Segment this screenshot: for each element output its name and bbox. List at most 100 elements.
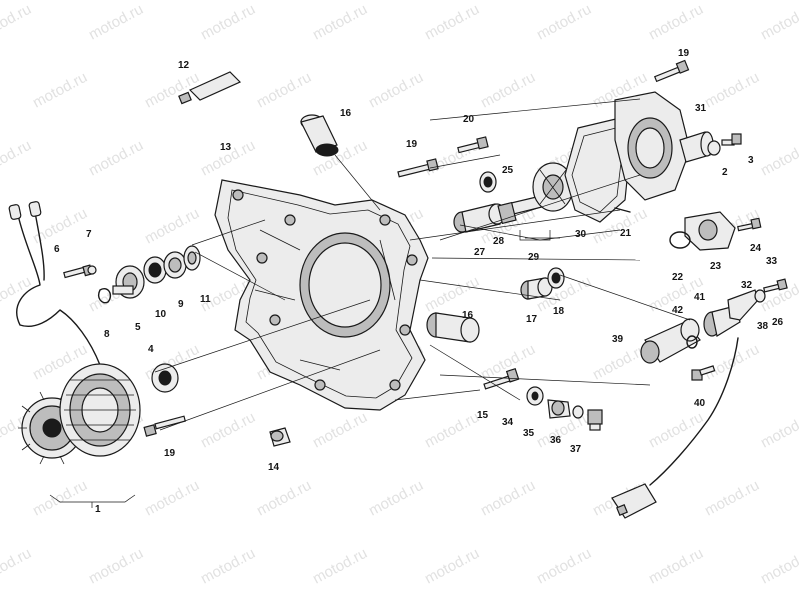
watermark-text: motod.ru: [0, 1, 34, 44]
washer-2: [707, 140, 721, 156]
o-ring-42: [686, 335, 698, 349]
callout-6: 6: [54, 244, 60, 255]
pin-21: [614, 207, 631, 213]
washer-38: [754, 289, 766, 303]
callout-23: 23: [710, 261, 722, 272]
callout-2: 2: [722, 167, 728, 178]
flange-23: [684, 211, 736, 251]
callout-16b: 16: [462, 310, 474, 321]
watermark-text: motod.ru: [422, 1, 482, 44]
watermark-text: motod.ru: [310, 1, 370, 44]
bolt-40: [691, 365, 716, 381]
watermark-text: motod.ru: [86, 1, 146, 44]
callout-12: 12: [178, 60, 190, 71]
callout-18: 18: [553, 306, 565, 317]
callout-27: 26: [772, 317, 784, 328]
watermark-text: motod.ru: [198, 1, 258, 44]
callout-19a: 19: [678, 48, 690, 59]
leader-lines: [154, 98, 691, 431]
watermark-text: motod.ru: [422, 137, 482, 180]
watermark-text: motod.ru: [366, 477, 426, 520]
callout-29: 29: [528, 252, 540, 263]
callout-10: 10: [155, 309, 167, 320]
callout-25: 25: [502, 165, 514, 176]
sensor-connector: [611, 483, 657, 519]
callout-41: 41: [694, 292, 706, 303]
watermark-text: motod.ru: [366, 69, 426, 112]
callout-38: 38: [757, 321, 769, 332]
watermark-text: motod.ru: [198, 409, 258, 452]
callout-33: 33: [766, 256, 778, 267]
watermark-text: motod.ru: [534, 545, 594, 588]
callout-14: 14: [268, 462, 280, 473]
callout-9: 9: [178, 299, 184, 310]
callout-35: 35: [523, 428, 535, 439]
callout-15: 15: [477, 410, 489, 421]
watermark-text: motod.ru: [590, 341, 650, 384]
bush-17: [520, 277, 553, 300]
o-ring-22: [669, 231, 691, 249]
sensor-cable: [649, 337, 739, 486]
callout-30: 30: [575, 229, 587, 240]
callout-39: 39: [612, 334, 624, 345]
pump-shaft-parts: [397, 136, 574, 233]
watermark-text: motod.ru: [30, 477, 90, 520]
watermark-text: motod.ru: [702, 477, 762, 520]
watermark-text: motod.ru: [478, 69, 538, 112]
callout-21: 21: [620, 228, 632, 239]
callout-13: 13: [220, 142, 232, 153]
callout-26: 27: [474, 247, 486, 258]
bolt-3: [721, 133, 742, 146]
callout-4: 4: [148, 344, 154, 355]
bush-14: [269, 427, 291, 447]
callout-8: 8: [104, 329, 110, 340]
watermark-text: motod.ru: [422, 545, 482, 588]
sensor-housing-39: [640, 318, 701, 364]
watermark-text: motod.ru: [702, 69, 762, 112]
watermark-text: motod.ru: [0, 545, 34, 588]
watermark-text: motod.ru: [30, 69, 90, 112]
callout-28: 28: [493, 236, 505, 247]
callout-36: 36: [550, 435, 562, 446]
bracket-32: [727, 289, 759, 321]
callout-32: 32: [741, 280, 753, 291]
watermark-text: motod.ru: [86, 137, 146, 180]
callout-37: 37: [570, 444, 582, 455]
callout-labels: 1 2 3 4 5 6 7 8 9 10 11 12 13 14 15 16 1…: [54, 48, 784, 515]
callout-7: 7: [86, 229, 92, 240]
watermark-text: motod.ru: [646, 545, 706, 588]
watermark-text: motod.ru: [478, 477, 538, 520]
callout-19c: 19: [164, 448, 176, 459]
watermark-text: motod.ru: [422, 409, 482, 452]
callout-1: 1: [95, 504, 101, 515]
callout-22: 22: [672, 272, 684, 283]
switch-35: [547, 399, 571, 419]
bolt-33: [763, 278, 788, 293]
watermark-text: motod.ru: [534, 1, 594, 44]
sleeve-16-lower: [426, 312, 480, 343]
plug-37: [587, 409, 603, 431]
callout-16a: 16: [340, 108, 352, 119]
pump-cover-31: [614, 91, 714, 201]
bearing-4: [151, 363, 179, 393]
watermark-text: motod.ru: [142, 477, 202, 520]
watermark-text: motod.ru: [310, 409, 370, 452]
watermark-text: motod.ru: [142, 205, 202, 248]
callout-34: 34: [502, 417, 514, 428]
washer-7: [87, 265, 97, 275]
watermark-text: motod.ru: [758, 1, 799, 44]
sleeve-16-upper: [300, 114, 339, 157]
left-small-parts: [63, 245, 201, 437]
bolt-19-lower: [143, 415, 187, 437]
callout-40: 40: [694, 398, 706, 409]
watermark-text: motod.ru: [86, 545, 146, 588]
callout-3: 3: [748, 155, 754, 166]
callout-19b: 19: [406, 139, 418, 150]
watermark-text: motod.ru: [0, 137, 34, 180]
watermark-text: motod.ru: [310, 545, 370, 588]
callout-24: 24: [750, 243, 762, 254]
callout-5: 5: [135, 322, 141, 333]
watermark-text: motod.ru: [646, 1, 706, 44]
